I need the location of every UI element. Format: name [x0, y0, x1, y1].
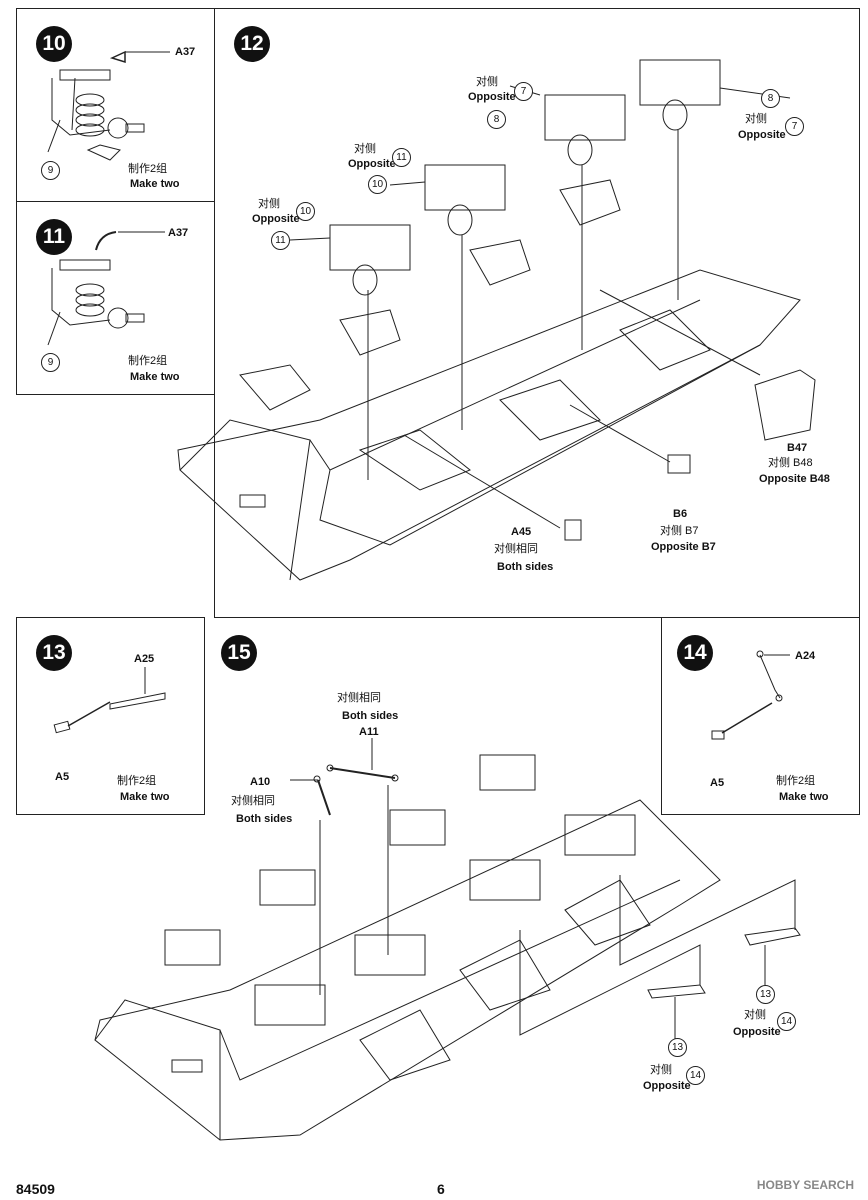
suspension-unit-3: [544, 94, 626, 166]
step-10-part-a37: A37: [175, 46, 196, 58]
step-13-note-en: Make two: [120, 791, 170, 803]
part-a45-label: A45: [511, 526, 532, 538]
callout-1-en: Opposite: [468, 91, 516, 103]
page-number: 6: [437, 1181, 445, 1197]
hull-suspension-mounts: [239, 179, 621, 411]
part-b7-en: Opposite B7: [651, 541, 716, 553]
part-a45-drawing: [564, 519, 582, 541]
callout-1-ref-a: 7: [514, 82, 533, 101]
step-13-part-a25: A25: [134, 653, 155, 665]
callout-3-en: Opposite: [348, 158, 396, 170]
step-14-part-a5: A5: [710, 777, 725, 789]
step-14-note-cn: 制作2组: [776, 775, 816, 787]
step-10-suspension-drawing: [47, 50, 170, 161]
callout-4-ref-b: 11: [271, 231, 290, 250]
part-b7-cn: 对侧 B7: [660, 525, 699, 537]
step-13-panel: [16, 617, 205, 815]
step-15-right-en: Opposite: [733, 1026, 781, 1038]
step-12-hull-drawing: [177, 59, 816, 581]
step-15-suspension-units: [164, 754, 636, 1026]
suspension-unit-1: [329, 224, 411, 296]
step-12-badge: 12: [234, 26, 270, 62]
callout-3-cn: 对侧: [354, 143, 376, 155]
part-b6-label: B6: [673, 508, 688, 520]
callout-4-en: Opposite: [252, 213, 300, 225]
step-11-note-cn: 制作2组: [128, 355, 168, 367]
step-10-note-cn: 制作2组: [128, 163, 168, 175]
step-15-a10-cn: 对侧相同: [231, 795, 275, 807]
step-14-drawing: [711, 650, 790, 740]
part-b6-drawing: [667, 454, 691, 474]
step-15-a10-en: Both sides: [236, 813, 293, 825]
part-b48-cn: 对侧 B48: [768, 457, 813, 469]
callout-4-cn: 对侧: [258, 198, 280, 210]
step-15-a11-cn: 对侧相同: [337, 692, 381, 704]
part-b48-en: Opposite B48: [759, 473, 830, 485]
step-15-a10-label: A10: [250, 776, 271, 788]
step-12-panel: [214, 8, 860, 618]
callout-2-en: Opposite: [738, 129, 786, 141]
step-15-a11-label: A11: [359, 726, 379, 738]
step-14-part-a24: A24: [795, 650, 816, 662]
callout-3-ref-b: 10: [368, 175, 387, 194]
step-15-right-ref-13: 13: [756, 985, 775, 1004]
step-15-lower-cn: 对侧: [650, 1064, 672, 1076]
step-13-drawing: [53, 667, 166, 734]
step-15-lower-ref-14: 14: [686, 1066, 705, 1085]
step-15-right-ref-14: 14: [777, 1012, 796, 1031]
step-15-lower-ref-13: 13: [668, 1038, 687, 1057]
step-11-ref-9: 9: [41, 353, 60, 372]
part-a45-cn: 对侧相同: [494, 543, 538, 555]
step-11-badge: 11: [36, 219, 72, 255]
step-14-note-en: Make two: [779, 791, 829, 803]
suspension-unit-2: [424, 164, 506, 236]
step-10-note-en: Make two: [130, 178, 180, 190]
step-15-a11-en: Both sides: [342, 710, 399, 722]
step-14-panel: [661, 617, 860, 815]
part-b47-label: B47: [787, 442, 808, 454]
step-11-part-a37: A37: [168, 227, 189, 239]
step-11-suspension-drawing: [47, 231, 165, 346]
callout-2-ref-a: 8: [761, 89, 780, 108]
step-13-part-a5: A5: [55, 771, 70, 783]
catalog-number: 84509: [16, 1181, 55, 1197]
step-15-right-cn: 对侧: [744, 1009, 766, 1021]
part-b47-drawing: [754, 369, 816, 441]
callout-2-ref-b: 7: [785, 117, 804, 136]
callout-3-ref-a: 11: [392, 148, 411, 167]
callout-1-cn: 对侧: [476, 76, 498, 88]
suspension-unit-4: [639, 59, 721, 131]
step-10-badge: 10: [36, 26, 72, 62]
callout-2-cn: 对侧: [745, 113, 767, 125]
callout-1-ref-b: 8: [487, 110, 506, 129]
step-15-badge: 15: [221, 635, 257, 671]
step-11-note-en: Make two: [130, 371, 180, 383]
step-15-lower-en: Opposite: [643, 1080, 691, 1092]
watermark-text: HOBBY SEARCH: [756, 1178, 854, 1192]
callout-4-ref-a: 10: [296, 202, 315, 221]
step-15-hull-drawing: [94, 738, 801, 1141]
part-a45-en: Both sides: [497, 561, 554, 573]
step-10-ref-9: 9: [41, 161, 60, 180]
step-13-badge: 13: [36, 635, 72, 671]
step-13-note-cn: 制作2组: [117, 775, 157, 787]
step-14-badge: 14: [677, 635, 713, 671]
